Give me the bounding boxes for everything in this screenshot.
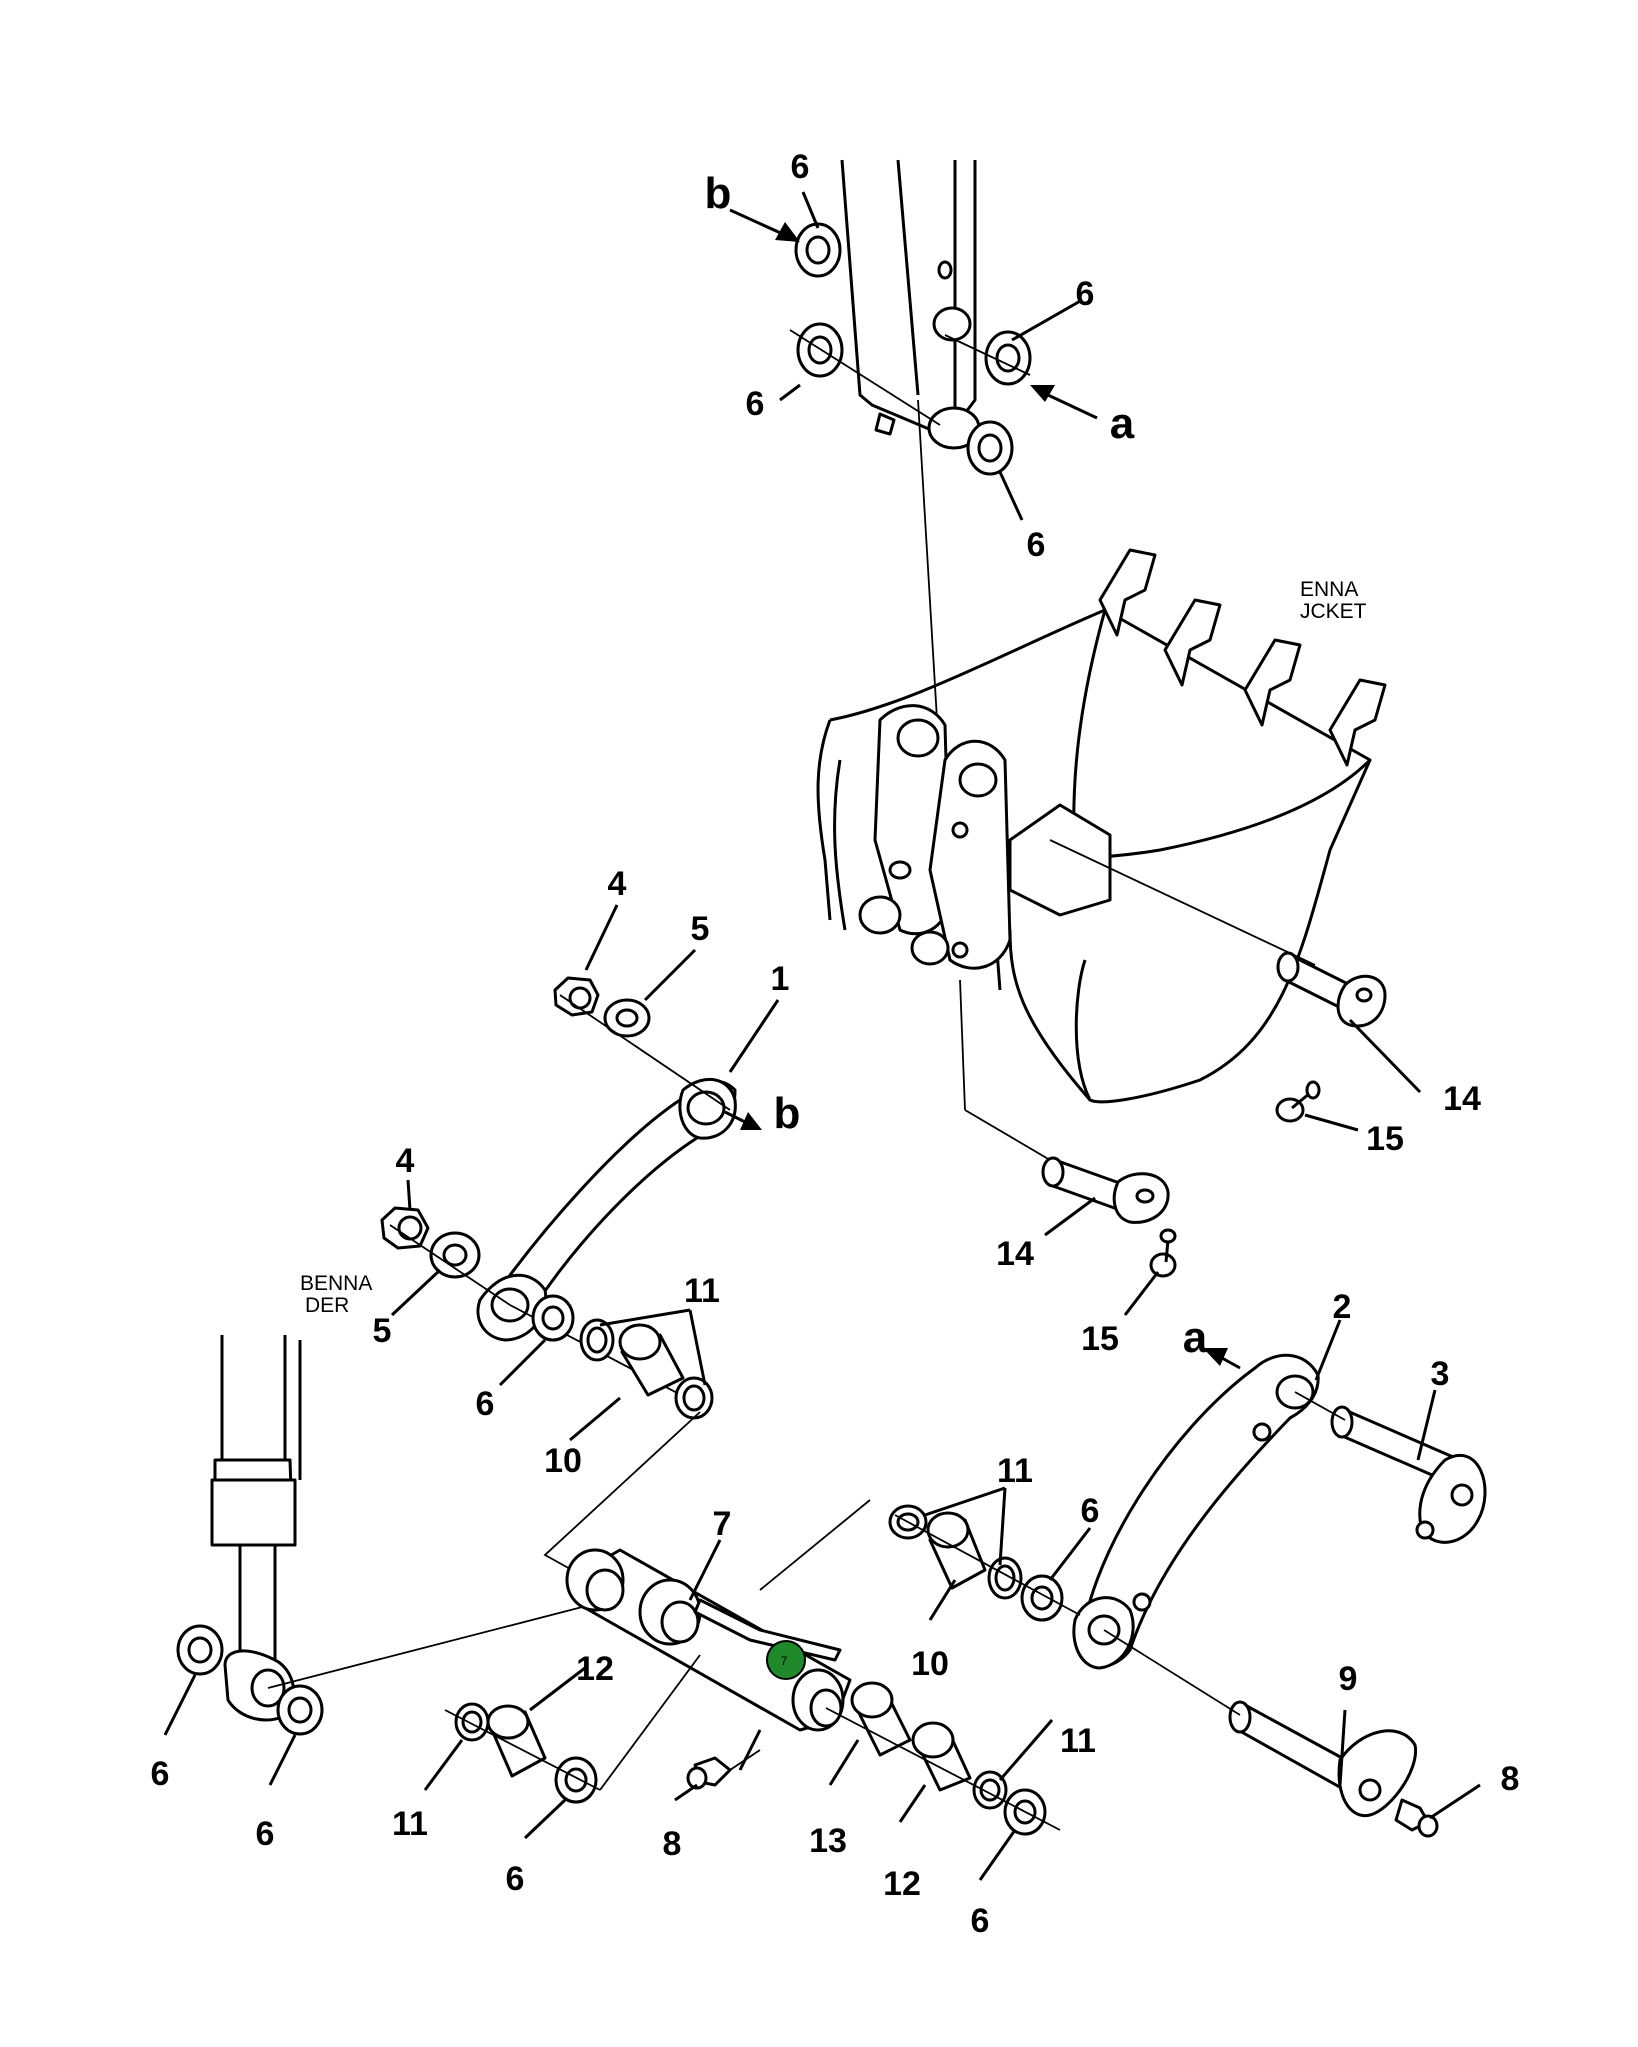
label-15-bottom: 15 bbox=[1081, 1320, 1119, 1358]
arm-assembly bbox=[840, 159, 981, 771]
label-11-bottom-left: 11 bbox=[392, 1805, 428, 1843]
label-6-right-group: 6 bbox=[1081, 1492, 1100, 1530]
label-9: 9 bbox=[1339, 1660, 1358, 1698]
hotspot-marker-7[interactable]: 7 bbox=[766, 1640, 806, 1680]
washer-5-mid bbox=[429, 1231, 481, 1279]
washer-6-bottom-mid bbox=[554, 1756, 598, 1804]
label-1: 1 bbox=[771, 960, 790, 998]
label-6-topleft: 6 bbox=[791, 148, 810, 186]
seal-11-upper-a bbox=[579, 1318, 615, 1362]
label-3: 3 bbox=[1431, 1355, 1450, 1393]
bucket-cylinder bbox=[210, 1335, 302, 1722]
label-6-cyl-bottom: 6 bbox=[256, 1815, 275, 1853]
bushing-10-right bbox=[926, 1511, 987, 1590]
bushing-13 bbox=[850, 1681, 912, 1757]
label-12-left: 12 bbox=[576, 1650, 614, 1688]
link-2 bbox=[1072, 1353, 1320, 1670]
seal-11-bottom-right bbox=[972, 1770, 1008, 1810]
label-12-right: 12 bbox=[883, 1865, 921, 1903]
label-11-bottom-right: 11 bbox=[1060, 1722, 1096, 1760]
ref-a-top: a bbox=[1110, 399, 1135, 448]
label-5-top: 5 bbox=[691, 910, 710, 948]
label-14-bottom: 14 bbox=[996, 1235, 1034, 1273]
bolt-15-bottom bbox=[1149, 1228, 1177, 1278]
bucket-note-line1: ENNA bbox=[1300, 578, 1358, 601]
label-7: 7 bbox=[713, 1505, 732, 1543]
bucket-note-line2: JCKET bbox=[1300, 600, 1367, 623]
label-6-topright: 6 bbox=[1076, 275, 1095, 313]
nut-4-top bbox=[553, 976, 600, 1017]
washer-6-cyl-right bbox=[276, 1684, 324, 1736]
reference-arrows bbox=[724, 208, 1241, 1370]
ref-b-top: b bbox=[705, 169, 732, 218]
label-6-arm-bottom: 6 bbox=[1027, 526, 1046, 564]
label-14-right: 14 bbox=[1443, 1080, 1481, 1118]
label-2: 2 bbox=[1333, 1288, 1352, 1326]
pin-14-bottom bbox=[1041, 1156, 1170, 1224]
bolt-15-right bbox=[1275, 1080, 1321, 1123]
pin-14-right bbox=[1276, 951, 1387, 1028]
bucket bbox=[816, 548, 1387, 1161]
hotspot-label: 7 bbox=[781, 1654, 788, 1668]
cylinder-note-line2: DER bbox=[305, 1294, 349, 1317]
seal-11-right-b bbox=[987, 1556, 1023, 1600]
bushing-12-left bbox=[486, 1704, 547, 1778]
pin-9 bbox=[1228, 1700, 1417, 1818]
label-11-right-group: 11 bbox=[997, 1452, 1033, 1490]
label-8-left: 8 bbox=[663, 1825, 682, 1863]
link-1 bbox=[476, 1078, 737, 1342]
washer-5-top bbox=[603, 998, 651, 1038]
leader-lines bbox=[163, 191, 1481, 1881]
label-5-mid: 5 bbox=[373, 1312, 392, 1350]
washer-arm-bottom bbox=[966, 420, 1014, 476]
ref-a-link: a bbox=[1183, 1313, 1208, 1362]
label-6-bottom-mid: 6 bbox=[506, 1860, 525, 1898]
ref-b-link: b bbox=[774, 1089, 801, 1138]
label-4-mid: 4 bbox=[396, 1142, 415, 1180]
label-10-right: 10 bbox=[911, 1645, 949, 1683]
washer-6-right bbox=[1020, 1574, 1064, 1622]
label-6-bottom-right: 6 bbox=[971, 1902, 990, 1940]
washer-top-left bbox=[794, 222, 842, 278]
pin-3 bbox=[1330, 1405, 1487, 1544]
label-8-right: 8 bbox=[1501, 1760, 1520, 1798]
label-10-left: 10 bbox=[544, 1442, 582, 1480]
label-4-top: 4 bbox=[608, 865, 627, 903]
cylinder-note-line1: BENNA bbox=[300, 1272, 372, 1295]
label-11-upper: 11 bbox=[684, 1272, 720, 1310]
label-6-cyl-left: 6 bbox=[151, 1755, 170, 1793]
nut-4-mid bbox=[380, 1206, 430, 1250]
seal-11-bottom-left bbox=[454, 1702, 490, 1742]
washer-6-cyl-left bbox=[176, 1624, 224, 1676]
grease-fitting-8-right bbox=[1394, 1798, 1439, 1838]
seal-11-upper-b bbox=[674, 1376, 714, 1420]
bushing-12-right bbox=[911, 1721, 972, 1792]
bushing-10-left bbox=[618, 1323, 685, 1397]
label-13: 13 bbox=[809, 1822, 847, 1860]
lever-7 bbox=[565, 1548, 852, 1771]
reference-letter-labels: b a b a bbox=[705, 169, 1208, 1362]
part-number-labels: 1 2 3 4 5 4 5 6 6 6 6 6 6 6 6 6 6 7 8 8 … bbox=[151, 148, 1520, 1940]
label-6-midleft: 6 bbox=[746, 385, 765, 423]
grease-fitting-8-left bbox=[686, 1756, 732, 1790]
label-15-right: 15 bbox=[1366, 1120, 1404, 1158]
washer-6-link bbox=[531, 1294, 575, 1342]
washer-top-right bbox=[944, 330, 1032, 386]
label-6-link: 6 bbox=[476, 1385, 495, 1423]
washer-mid-left bbox=[789, 322, 941, 426]
